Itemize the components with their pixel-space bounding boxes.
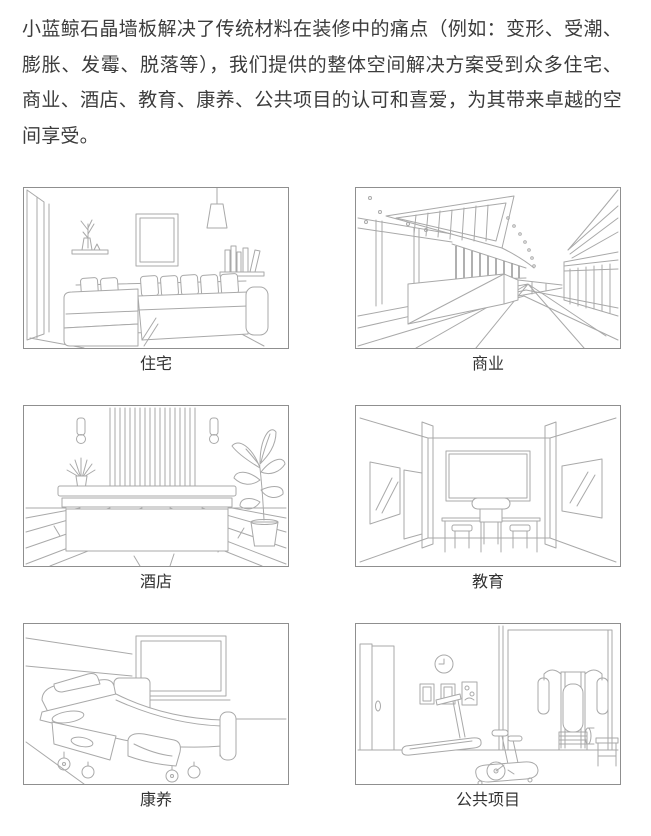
residential-illustration	[23, 187, 289, 349]
gym-line-art	[357, 625, 619, 784]
commercial-illustration	[355, 187, 621, 349]
category-card-education: 教育	[355, 405, 621, 594]
living-room-line-art	[26, 188, 269, 348]
category-label-residential: 住宅	[139, 356, 172, 373]
category-card-wellness: 康养	[23, 623, 289, 812]
category-label-commercial: 商业	[471, 356, 504, 373]
category-card-residential: 住宅	[23, 187, 289, 376]
education-illustration	[355, 405, 621, 567]
public-project-illustration	[355, 623, 621, 785]
category-card-hotel: 酒店	[23, 405, 289, 594]
category-grid: 住宅	[23, 187, 651, 812]
page: 小蓝鲸石晶墙板解决了传统材料在装修中的痛点（例如：变形、受潮、膨胀、发霉、脱落等…	[0, 12, 651, 812]
category-label-hotel: 酒店	[139, 574, 172, 591]
category-label-education: 教育	[471, 574, 504, 591]
intro-paragraph: 小蓝鲸石晶墙板解决了传统材料在装修中的痛点（例如：变形、受潮、膨胀、发霉、脱落等…	[22, 19, 622, 147]
shopping-mall-line-art	[357, 189, 619, 348]
wellness-illustration	[23, 623, 289, 785]
care-bed-line-art	[25, 635, 287, 784]
category-card-commercial: 商业	[355, 187, 621, 376]
category-card-public: 公共项目	[355, 623, 621, 812]
classroom-line-art	[359, 417, 617, 563]
hotel-reception-line-art	[25, 407, 287, 566]
category-label-wellness: 康养	[139, 792, 172, 809]
category-label-public: 公共项目	[455, 792, 520, 809]
hotel-illustration	[23, 405, 289, 567]
